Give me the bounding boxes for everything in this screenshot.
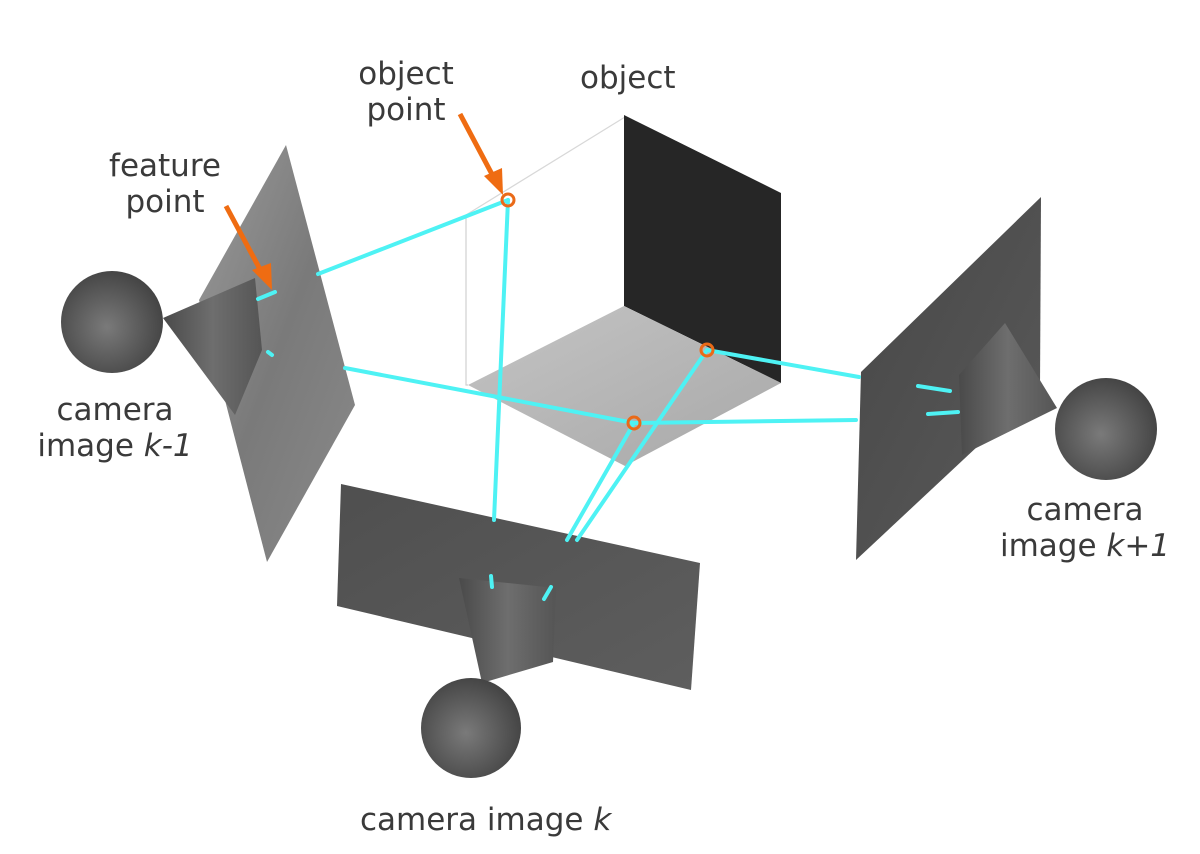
camera-sphere-right [1055, 378, 1157, 480]
feature-point-arrow [223, 204, 272, 290]
feature-segment-right-1 [916, 384, 952, 393]
object-point-arrow [457, 112, 503, 195]
camera-sphere-left [61, 271, 163, 373]
feature-segment-left-1 [256, 290, 277, 301]
camera-left-label: camera image k-1 [37, 392, 193, 464]
camera-right-label: camera image k+1 [999, 492, 1171, 564]
ray-bottom-to-object-point [492, 198, 510, 522]
object-point-marker-corner [699, 342, 715, 358]
camera-cone-right [959, 323, 1057, 455]
object-point-marker-floor [626, 415, 642, 431]
ray-left-to-floor-point [343, 366, 636, 425]
rays [256, 198, 960, 601]
ray-bottom-to-floor-point [565, 421, 636, 542]
feature-segment-bottom-1 [489, 574, 494, 589]
object-box-top-edge [465, 116, 626, 216]
feature-segment-right-2 [926, 410, 960, 416]
feature-point-label: feature point [109, 148, 221, 220]
ray-bottom-to-corner-point [575, 348, 709, 542]
ray-right-to-floor-point [632, 418, 858, 425]
ray-right-to-corner-point [705, 348, 861, 379]
feature-segment-left-2 [266, 350, 274, 357]
arrows [223, 112, 503, 290]
camera-cone-left [163, 278, 262, 415]
object-point-label: object point [358, 56, 454, 128]
object-box [465, 115, 781, 466]
camera-left [61, 145, 355, 562]
camera-sphere-bottom [421, 678, 521, 778]
camera-bottom [337, 484, 700, 778]
image-plane-right [856, 197, 1041, 560]
camera-cone-bottom [459, 578, 556, 683]
object-point-marker-top [500, 192, 516, 208]
object-box-back-left-edge [465, 215, 468, 386]
ray-left-to-object-point [316, 198, 510, 276]
object-label: object [580, 60, 676, 96]
point-markers [500, 192, 715, 431]
image-plane-left [199, 145, 355, 562]
camera-bottom-label: camera image k [360, 802, 612, 838]
feature-segment-bottom-2 [542, 585, 553, 601]
camera-right [856, 197, 1157, 560]
object-dark-face [624, 115, 781, 383]
